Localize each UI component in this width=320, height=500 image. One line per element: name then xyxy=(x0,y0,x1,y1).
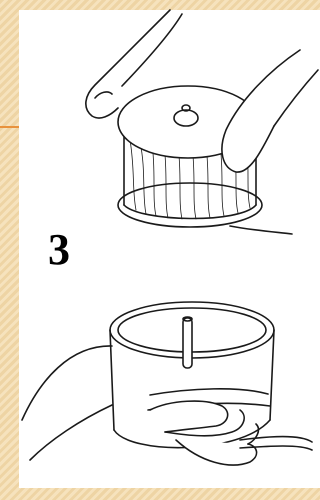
hand-holding-bobbin-case-icon xyxy=(22,302,312,465)
step-number: 3 xyxy=(48,228,70,272)
hand-holding-thread-spool-icon xyxy=(86,10,318,234)
